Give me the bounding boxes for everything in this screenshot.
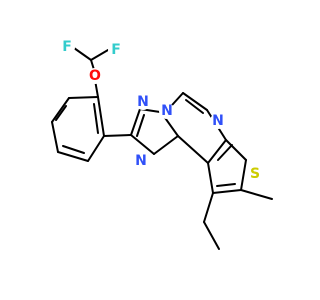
bond-thiophene-3-double [216, 183, 236, 187]
bond-pyrimidine-4 [207, 139, 227, 164]
bond-cf-lower [90, 49, 109, 61]
bond-benzene-5 [87, 135, 105, 162]
bond-benzene-inner-2 [62, 145, 85, 154]
atom-labels: F F O N N N N S [59, 39, 263, 182]
molecule-structure-canvas: F F O N N N N S [51, 39, 273, 250]
bond-benzene-1 [68, 96, 99, 99]
bond-ethyl-2 [203, 221, 220, 250]
bond-cf-upper [73, 47, 92, 61]
atom-label-bg-n4 [133, 153, 149, 169]
atom-label-nitrogen-triazole-bottom: N [135, 153, 147, 169]
atom-label-bg-n1 [135, 94, 151, 110]
bond-methyl [240, 189, 273, 200]
bond-benzene-inner-1 [55, 105, 67, 121]
bond-thiophene-inner [217, 144, 233, 161]
bond-triazole-1 [130, 108, 141, 136]
atom-label-fluorine-upper: F [62, 39, 72, 55]
atom-label-bg-o [87, 68, 103, 84]
bond-benzene-3 [51, 121, 59, 153]
bond-triazole-4 [153, 135, 179, 155]
atom-label-bg-f1 [59, 39, 75, 55]
bond-triazole-1-double [136, 114, 145, 137]
atom-label-bg-n2 [159, 103, 175, 119]
bond-triazole-5 [130, 134, 155, 155]
bond-thiophene-2 [240, 159, 247, 191]
atom-label-bg-s [247, 166, 263, 182]
bond-aryl-triazole [103, 134, 132, 137]
atom-label-sulfur: S [250, 166, 260, 182]
atom-label-nitrogen-pyrimidine: N [212, 113, 224, 129]
molecule-diagram: F F O N N N N S [51, 39, 273, 250]
bonds [51, 47, 273, 250]
atom-label-bg-f2 [108, 42, 124, 58]
bond-pyrimidine-5 [177, 135, 209, 164]
bond-pyrimidine-2 [182, 92, 208, 111]
atom-label-bg-n3 [210, 113, 226, 129]
bond-pyrimidine-2-double [185, 99, 204, 114]
bond-thiophene-1 [225, 139, 247, 161]
atom-label-nitrogen-triazole-top: N [137, 94, 149, 110]
atom-label-oxygen: O [89, 68, 101, 84]
bond-thiophene-3 [212, 189, 242, 194]
bond-benzene-6 [97, 96, 105, 137]
bond-ethyl-1 [203, 192, 214, 223]
bond-thiophene-4 [207, 162, 214, 194]
bond-benzene-4 [57, 151, 89, 162]
bond-benzene-2 [51, 97, 70, 123]
atom-label-fluorine-lower: F [111, 42, 121, 58]
atom-label-nitrogen-bridge: N [161, 103, 173, 119]
bond-benzene-inner-3 [93, 103, 99, 134]
